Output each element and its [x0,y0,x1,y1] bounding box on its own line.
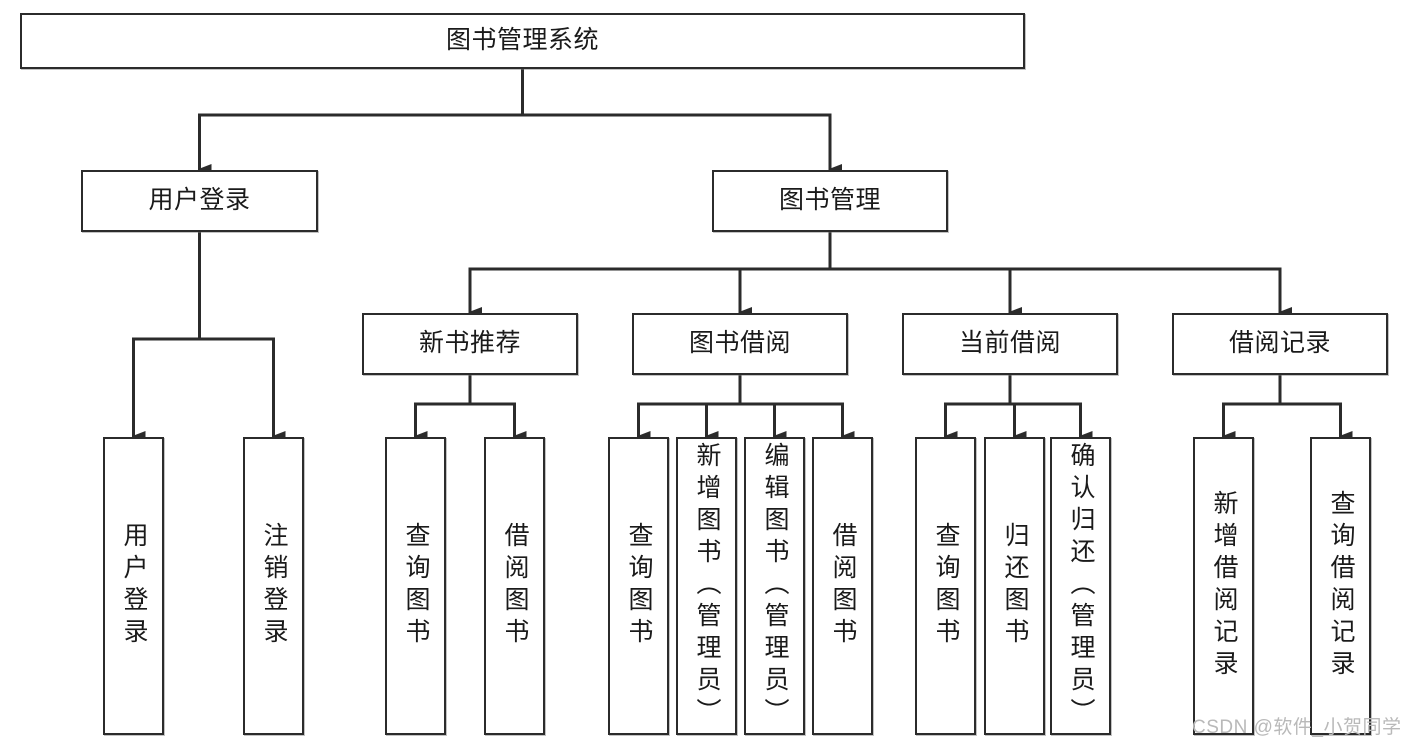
node-leaf-cur-confirm[interactable]: 确认归还（管理员） [1050,437,1111,735]
node-root[interactable]: 图书管理系统 [20,13,1025,69]
node-label: 编辑图书（管理员） [761,442,789,730]
node-leaf-rec-add[interactable]: 新增借阅记录 [1193,437,1254,735]
node-label: 用户登录 [148,186,251,215]
node-label: 借阅图书 [501,522,529,650]
node-label: 查询图书 [402,522,430,650]
node-newbook[interactable]: 新书推荐 [362,313,578,375]
node-login[interactable]: 用户登录 [81,170,318,232]
node-label: 查询借阅记录 [1327,490,1355,682]
node-records[interactable]: 借阅记录 [1172,313,1388,375]
node-label: 新增借阅记录 [1210,490,1238,682]
node-bookmgmt[interactable]: 图书管理 [712,170,948,232]
node-leaf-nb-query[interactable]: 查询图书 [385,437,446,735]
node-leaf-bk-query[interactable]: 查询图书 [608,437,669,735]
node-label: 当前借阅 [958,329,1061,358]
node-leaf-cur-query[interactable]: 查询图书 [915,437,976,735]
node-leaf-bk-add[interactable]: 新增图书（管理员） [676,437,737,735]
node-leaf-bk-borrow[interactable]: 借阅图书 [812,437,873,735]
node-label: 图书管理 [778,186,881,215]
node-leaf-cur-return[interactable]: 归还图书 [984,437,1045,735]
node-current[interactable]: 当前借阅 [902,313,1118,375]
node-label: 确认归还（管理员） [1067,442,1095,730]
node-label: 归还图书 [1001,522,1029,650]
node-leaf-rec-query[interactable]: 查询借阅记录 [1310,437,1371,735]
node-label: 用户登录 [120,522,148,650]
node-leaf-user-logout[interactable]: 注销登录 [243,437,304,735]
node-label: 查询图书 [932,522,960,650]
node-label: 注销登录 [260,522,288,650]
node-label: 新书推荐 [418,329,521,358]
node-leaf-user-login[interactable]: 用户登录 [103,437,164,735]
node-label: 借阅记录 [1228,329,1331,358]
node-borrow[interactable]: 图书借阅 [632,313,848,375]
node-label: 图书管理系统 [445,26,599,55]
node-label: 图书借阅 [688,329,791,358]
edge-group [132,67,1353,441]
node-label: 新增图书（管理员） [693,442,721,730]
node-label: 借阅图书 [829,522,857,650]
node-leaf-nb-borrow[interactable]: 借阅图书 [484,437,545,735]
node-label: 查询图书 [625,522,653,650]
node-leaf-bk-edit[interactable]: 编辑图书（管理员） [744,437,805,735]
